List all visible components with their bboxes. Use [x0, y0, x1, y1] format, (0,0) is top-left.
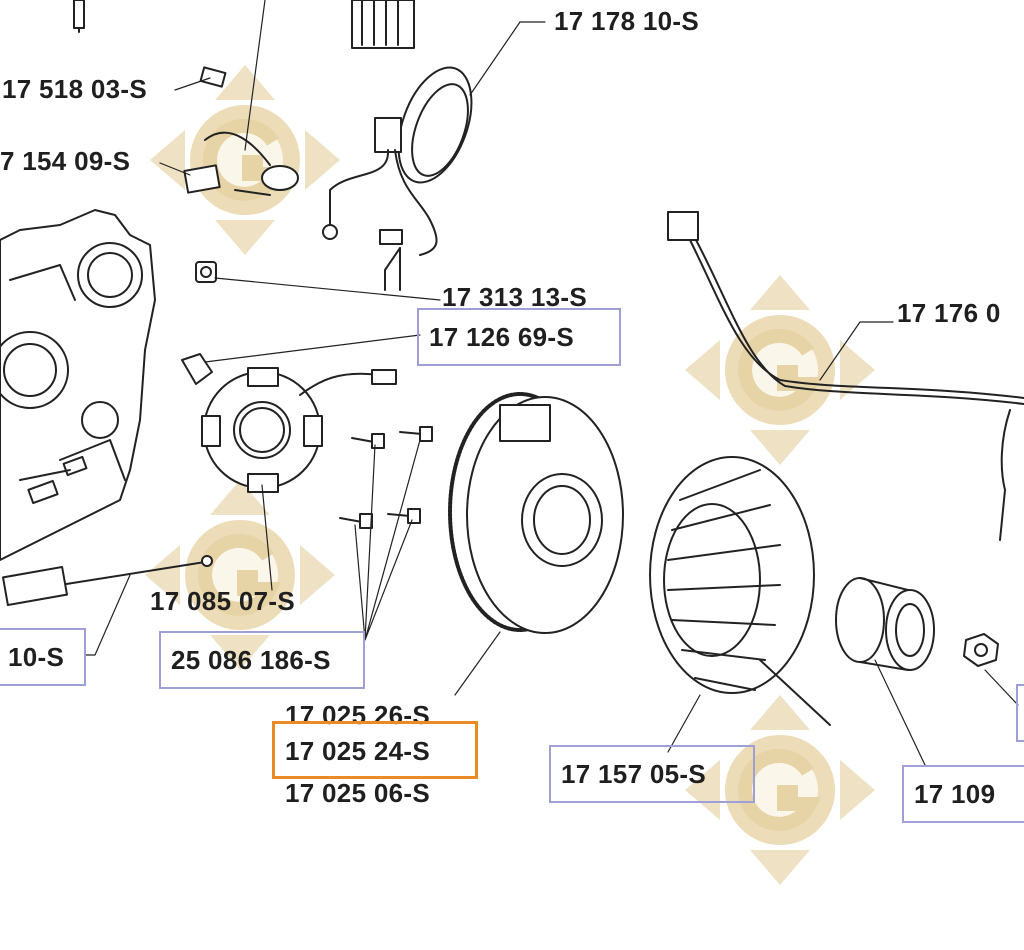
part-label-17-025-26-s[interactable]: 17 025 26-S	[285, 700, 430, 730]
part-label-17-313-13-s[interactable]: 17 313 13-S	[442, 282, 587, 312]
flywheel-nut	[963, 633, 999, 667]
connector-block-top	[351, 0, 415, 49]
terminal-part-top	[73, 0, 85, 33]
part-label-17-154-09-s[interactable]: 7 154 09-S	[0, 146, 131, 176]
part-label-17-085-07-s[interactable]: 17 085 07-S	[150, 586, 295, 616]
part-label-17-126-69-s[interactable]: 17 126 69-S	[417, 308, 621, 366]
ground-wire	[2, 555, 213, 606]
part-label-17-157-05-s[interactable]: 17 157 05-S	[549, 745, 755, 803]
engine-crankcase	[0, 209, 156, 561]
starter-cup	[835, 577, 935, 671]
clip-17-126	[181, 353, 213, 385]
leader-lines	[84, 0, 1019, 766]
watermark-logo-1	[150, 65, 340, 255]
part-label-17-109[interactable]: 17 109	[902, 765, 1024, 823]
part-label-box-right-edge[interactable]	[1016, 684, 1024, 742]
ignition-sensor-17-154	[183, 131, 299, 196]
part-label-17-178-10-s[interactable]: 17 178 10-S	[554, 6, 699, 36]
mounting-bolts	[339, 426, 433, 529]
cooling-fan	[649, 456, 831, 726]
part-label-17-176-0[interactable]: 17 176 0	[897, 298, 1001, 328]
flywheel	[448, 392, 624, 634]
part-label-17-025-24-s-selected[interactable]: 17 025 24-S	[272, 721, 478, 779]
part-label-25-086-186-s[interactable]: 25 086 186-S	[159, 631, 365, 689]
wiring-harness-right	[667, 211, 1024, 541]
sensor-clip-17-518	[199, 66, 227, 88]
part-label-10-s[interactable]: 10-S	[0, 628, 86, 686]
watermark-logo-2	[685, 275, 875, 465]
part-label-17-025-06-s[interactable]: 17 025 06-S	[285, 778, 430, 808]
wiring-harness	[322, 66, 473, 291]
nut-17-313	[195, 261, 217, 283]
part-label-17-518-03-s[interactable]: 17 518 03-S	[2, 74, 147, 104]
stator	[201, 367, 397, 493]
